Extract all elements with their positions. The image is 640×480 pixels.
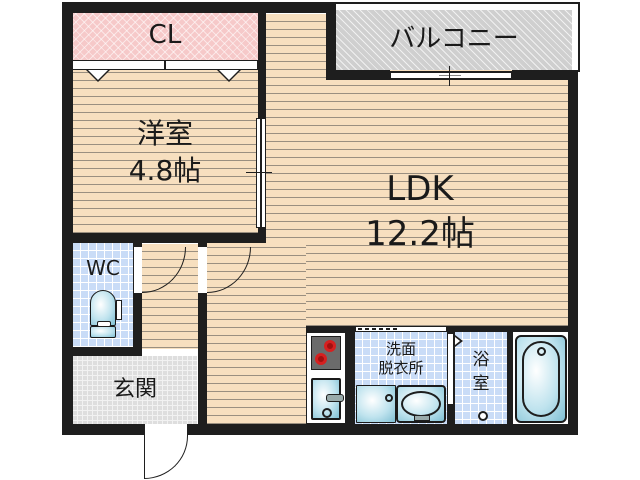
room-wall-bottom bbox=[62, 233, 266, 243]
kitchen-sink-icon bbox=[311, 378, 344, 420]
room-door-center-mark bbox=[246, 172, 272, 173]
front-door-swing[interactable] bbox=[144, 436, 188, 479]
wc-wall-bottom bbox=[62, 347, 142, 356]
wc-label: WC bbox=[86, 256, 120, 280]
ldk-area: 12.2帖 bbox=[365, 214, 475, 254]
balcony-window-center-mark bbox=[449, 66, 450, 86]
bathroom-label-line2: 室 bbox=[472, 374, 490, 394]
closet-sliding-door[interactable] bbox=[72, 60, 258, 70]
entrance-step bbox=[142, 349, 198, 356]
bath-inner-wall bbox=[507, 332, 513, 424]
kitchen-wall-right bbox=[346, 326, 355, 426]
bathtub-icon bbox=[515, 335, 567, 423]
room-sliding-door[interactable] bbox=[256, 118, 266, 228]
balcony-wall-bottom-right bbox=[512, 70, 578, 80]
outer-wall-right bbox=[568, 70, 578, 435]
bathroom-label-line1: 浴 bbox=[472, 350, 490, 370]
toilet-icon bbox=[90, 290, 122, 340]
closet-door-marker-left-inner bbox=[88, 70, 108, 80]
bathroom-faucet-icon bbox=[478, 411, 488, 421]
balcony-wall-bottom-left bbox=[326, 70, 390, 80]
outer-wall-bottom bbox=[62, 424, 578, 435]
entrance-label: 玄関 bbox=[112, 377, 157, 402]
balcony-wall-left bbox=[326, 2, 336, 80]
ldk-door-jamb bbox=[198, 247, 207, 293]
western-room-area: 4.8帖 bbox=[128, 154, 202, 187]
entrance-floor bbox=[73, 356, 197, 424]
stove-icon bbox=[311, 336, 341, 370]
wc-wall-right bbox=[133, 243, 142, 355]
balcony-rail bbox=[332, 2, 580, 72]
closet-area bbox=[72, 12, 258, 60]
wc-door-jamb bbox=[134, 247, 142, 293]
washroom-label-line2: 脱衣所 bbox=[378, 359, 424, 377]
front-door-opening bbox=[144, 424, 188, 436]
western-room-floor bbox=[72, 65, 258, 233]
bathroom-door[interactable] bbox=[447, 333, 454, 405]
closet-door-marker-right-inner bbox=[219, 70, 239, 80]
western-room-label: 洋室 bbox=[136, 117, 193, 150]
balcony-area bbox=[336, 10, 572, 70]
washing-machine-pan-icon bbox=[356, 385, 396, 423]
hall-wall-right bbox=[198, 243, 207, 425]
outer-wall-left bbox=[62, 2, 73, 434]
washroom-door[interactable] bbox=[355, 326, 447, 332]
balcony-window[interactable] bbox=[389, 71, 513, 80]
balcony-label: バルコニー bbox=[389, 24, 519, 54]
bathroom-floor bbox=[455, 332, 507, 424]
outer-wall-top-left bbox=[62, 2, 332, 13]
wash-basin-icon bbox=[396, 385, 446, 423]
washroom-label-line1: 洗面 bbox=[385, 340, 416, 358]
bathroom-door-marker-inner bbox=[455, 337, 460, 345]
ldk-label: LDK bbox=[386, 169, 454, 209]
closet-label: CL bbox=[148, 20, 182, 50]
